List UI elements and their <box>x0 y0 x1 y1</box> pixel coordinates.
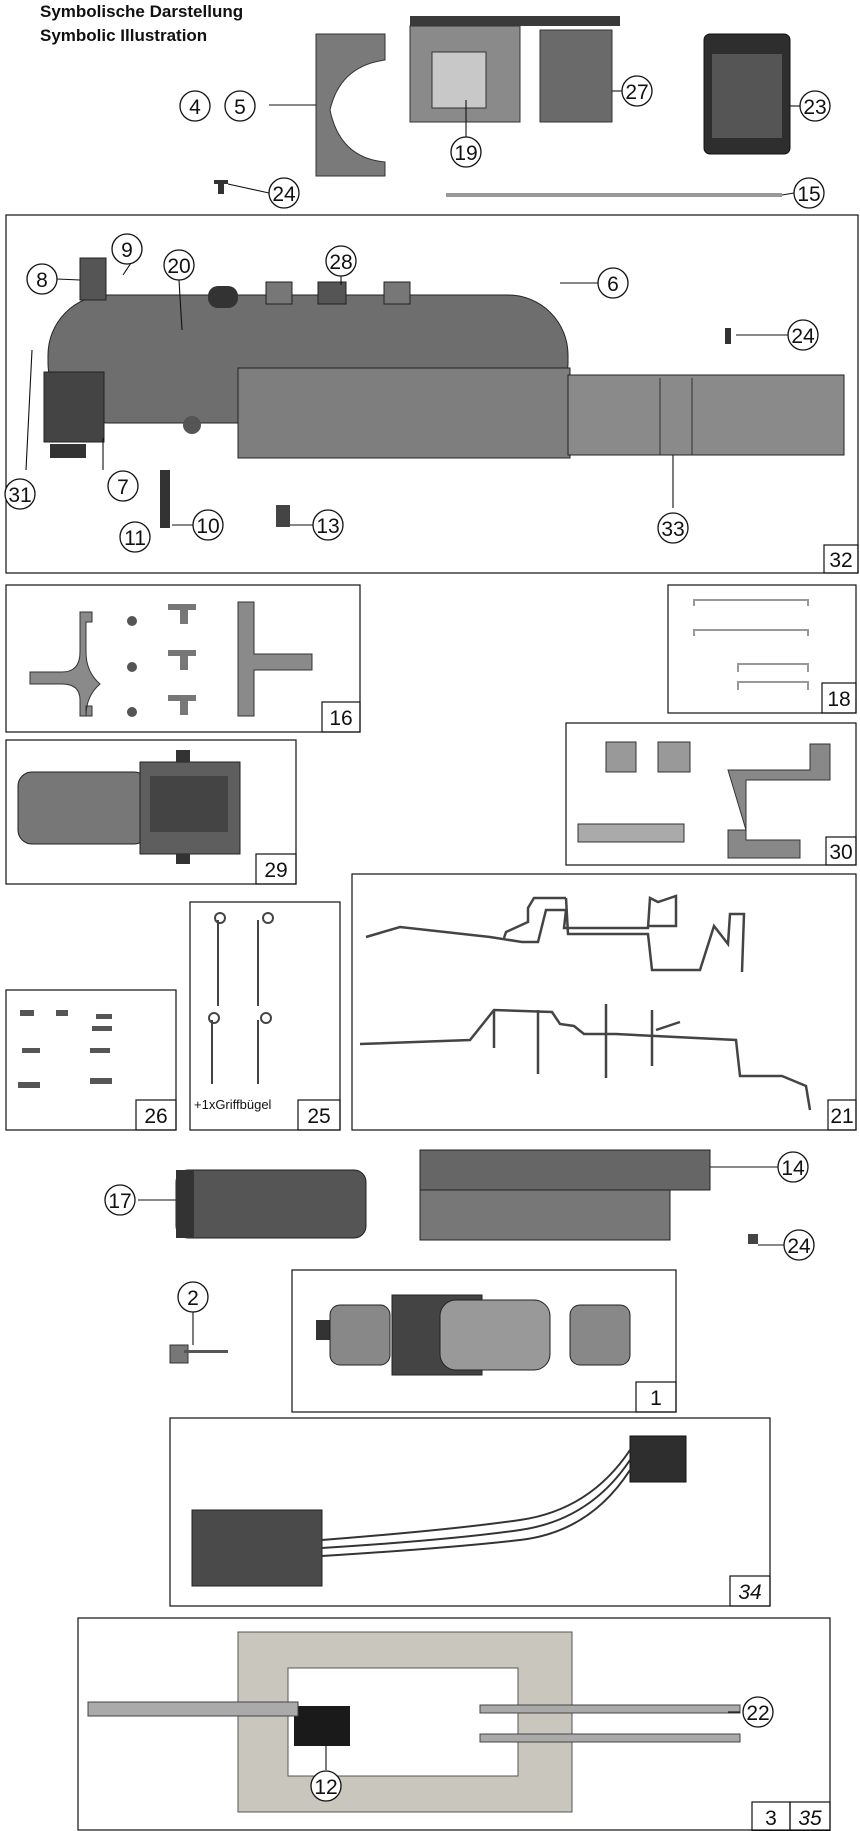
box-30-frame <box>565 722 857 866</box>
callout-27: 27 <box>625 81 648 104</box>
box-label-35: 35 <box>798 1807 822 1830</box>
callout-5: 5 <box>234 96 246 119</box>
callout-11: 11 <box>124 527 146 550</box>
box-label-34: 34 <box>738 1581 761 1604</box>
callout-2: 2 <box>187 1287 199 1310</box>
callout-10: 10 <box>196 515 219 538</box>
box-label-26: 26 <box>144 1105 167 1128</box>
callout-4: 4 <box>189 96 201 119</box>
box-26-frame <box>5 989 177 1131</box>
callout-14: 14 <box>781 1157 805 1180</box>
callout-19: 19 <box>454 142 477 165</box>
callout-24-low: 24 <box>787 1235 811 1258</box>
box-label-25: 25 <box>307 1105 330 1128</box>
callout-22: 22 <box>746 1702 769 1725</box>
box-label-18: 18 <box>827 688 850 711</box>
callout-28: 28 <box>329 251 352 274</box>
box-34-frame <box>169 1417 771 1607</box>
callout-23: 23 <box>803 96 826 119</box>
box-label-30: 30 <box>829 841 852 864</box>
callout-33: 33 <box>661 518 684 541</box>
callout-24-top: 24 <box>272 183 296 206</box>
box-3-35-frame <box>77 1617 831 1831</box>
box-25-frame <box>189 901 341 1131</box>
box-16-frame <box>5 584 361 733</box>
box-label-16: 16 <box>329 707 352 730</box>
box-21-frame <box>351 873 857 1131</box>
box-18-frame <box>667 584 857 714</box>
box-label-29: 29 <box>264 859 287 882</box>
callout-13: 13 <box>316 515 339 538</box>
part-4-5-shape <box>315 33 386 177</box>
callout-31: 31 <box>8 484 31 507</box>
callout-12: 12 <box>314 1776 337 1799</box>
caption-de: Symbolische Darstellung <box>40 2 244 21</box>
callout-7: 7 <box>117 476 129 499</box>
box-1-frame <box>291 1269 677 1413</box>
callout-17: 17 <box>108 1190 131 1213</box>
callout-8: 8 <box>36 269 48 292</box>
caption-en: Symbolic Illustration <box>40 26 208 45</box>
callout-20: 20 <box>167 255 190 278</box>
callout-24-mid: 24 <box>791 325 815 348</box>
box-32-frame <box>5 214 859 574</box>
box-label-3: 3 <box>765 1807 777 1830</box>
box-label-21: 21 <box>830 1105 853 1128</box>
box-label-1: 1 <box>650 1387 662 1410</box>
griffbuegel-note: +1xGriffbügel <box>194 1097 272 1112</box>
callout-9: 9 <box>121 239 133 262</box>
callout-6: 6 <box>607 273 619 296</box>
box-label-32: 32 <box>829 549 852 572</box>
callout-15: 15 <box>797 183 820 206</box>
box-29-frame <box>5 739 297 885</box>
